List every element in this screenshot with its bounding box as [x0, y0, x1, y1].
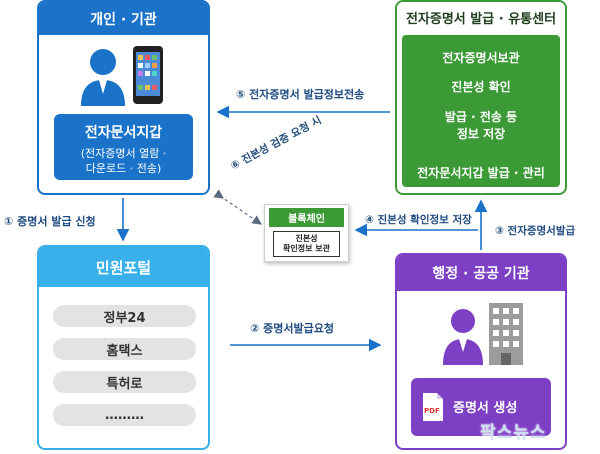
blockchain-store: 진본성 확인정보 보관 — [273, 231, 340, 257]
center-title: 전자증명서 발급 · 유통센터 — [397, 2, 565, 33]
wallet-sub-1: (전자증명서 열람 · — [80, 147, 167, 160]
center-item-storage: 전자증명서보관 — [442, 51, 520, 65]
portal-item-hometax: 홈택스 — [53, 338, 196, 360]
arrow-label-5: ⑤ 전자증명서 발급정보전송 — [236, 88, 365, 101]
wallet-title: 전자문서지갑 — [84, 125, 163, 141]
center-item-wallet-manage: 전자문서지갑 발급 · 관리 — [417, 166, 545, 180]
center-item-authenticity: 진본성 확인 — [451, 80, 511, 94]
portal-title: 민원포털 — [39, 247, 208, 287]
officer-building-icon — [443, 303, 523, 365]
person-with-phone-icon — [81, 46, 163, 106]
cert-label: 증명서 생성 — [453, 401, 518, 416]
certificate-generation: PDF 증명서 생성 — [411, 378, 551, 436]
arrow-label-1: ① 증명서 발급 신청 — [4, 215, 96, 228]
center-item-issue-transfer: 발급 · 전송 등 — [444, 110, 518, 124]
arrow-label-2: ② 증명서발급요청 — [250, 322, 334, 335]
admin-public-institution-box: 행정 · 공공 기관 PDF 증명서 생성 — [395, 253, 567, 450]
issuance-distribution-center-box: 전자증명서 발급 · 유통센터 전자증명서보관 진본성 확인 발급 · 전송 등… — [395, 0, 567, 195]
portal-item-patent: 특허로 — [53, 371, 196, 393]
arrow-6 — [213, 189, 262, 225]
pdf-label: PDF — [424, 407, 440, 415]
watermark-text: 팍스뉴스 — [480, 423, 547, 443]
e-document-wallet: 전자문서지갑 (전자증명서 열람 · 다운로드 · 전송) — [54, 114, 193, 180]
wallet-sub-2: 다운로드 · 전송) — [85, 162, 162, 175]
personal-institution-box: 개인 · 기관 전자문서지갑 (전자증명서 열람 · 다운로드 · 전송) — [37, 0, 210, 195]
portal-item-more: ……… — [53, 404, 196, 426]
civil-portal-box: 민원포털 정부24 홈택스 특허로 ……… — [37, 245, 210, 450]
personal-title: 개인 · 기관 — [39, 2, 208, 35]
arrow-label-4: ④ 진본성 확인정보 저장 — [365, 214, 472, 226]
blockchain-box: 블록체인 진본성 확인정보 보관 — [264, 204, 349, 262]
blockchain-store-line1: 진본성 — [295, 234, 318, 243]
blockchain-title: 블록체인 — [269, 208, 344, 227]
portal-item-gov24: 정부24 — [53, 305, 196, 327]
arrow-label-3: ③ 전자증명서발급 — [495, 225, 576, 237]
admin-title: 행정 · 공공 기관 — [397, 255, 565, 291]
blockchain-store-line2: 확인정보 보관 — [283, 244, 330, 253]
center-item-info-store: 정보 저장 — [456, 127, 506, 141]
center-body: 전자증명서보관 진본성 확인 발급 · 전송 등 정보 저장 전자문서지갑 발급… — [402, 35, 560, 187]
pdf-file-icon — [423, 393, 443, 421]
